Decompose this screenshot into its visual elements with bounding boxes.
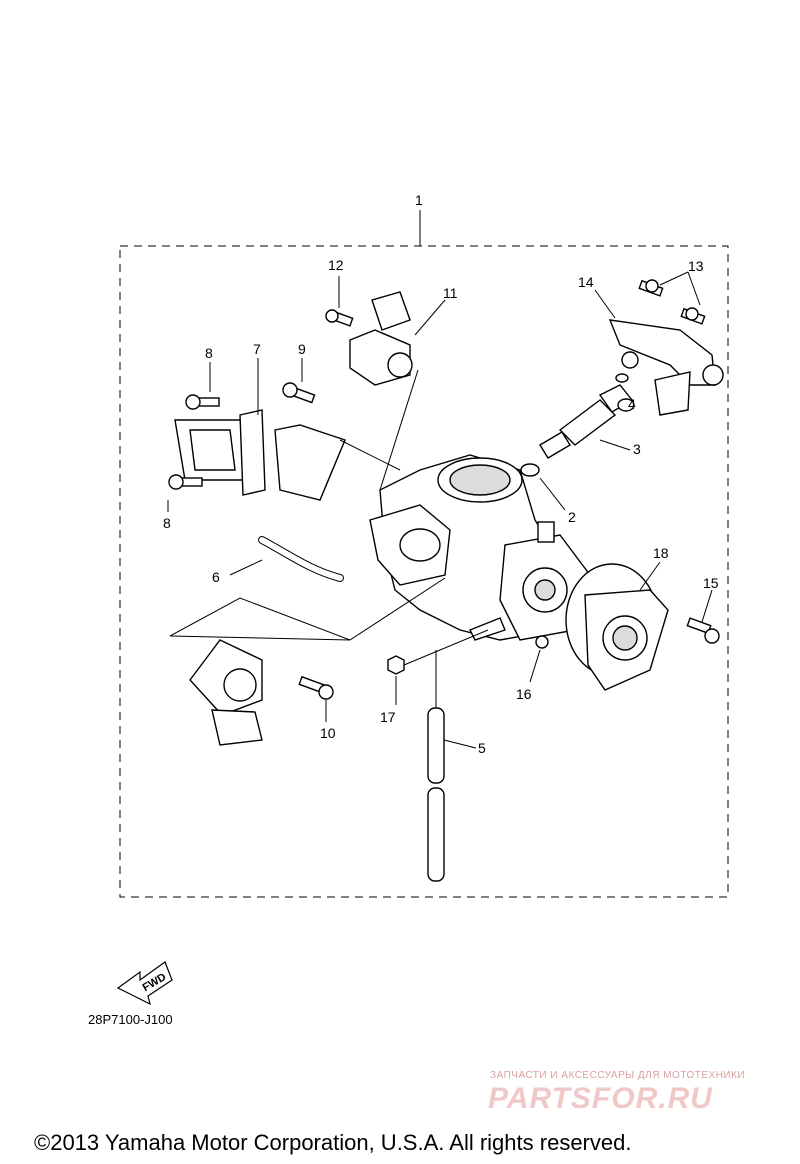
nut-17 (387, 655, 405, 675)
copyright-notice: ©2013 Yamaha Motor Corporation, U.S.A. A… (34, 1130, 632, 1155)
drawing-code: 28P7100-J100 (88, 1012, 173, 1027)
callout-8-top: 8 (205, 345, 213, 361)
callout-11: 11 (443, 285, 458, 301)
callout-16: 16 (516, 686, 532, 702)
o-ring-2 (520, 463, 540, 477)
throttle-position-sensor (189, 639, 263, 746)
callout-9: 9 (298, 341, 306, 357)
callout-1: 1 (415, 192, 423, 208)
pressure-sensor (349, 291, 413, 386)
watermark-tagline: ЗАПЧАСТИ И АКСЕССУАРЫ ДЛЯ МОТОТЕХНИКИ (490, 1070, 746, 1081)
fuel-delivery-pipe (608, 319, 724, 416)
callout-13: 13 (688, 258, 704, 274)
callout-8-bottom: 8 (163, 515, 171, 531)
callout-7: 7 (253, 341, 261, 357)
screw-9 (282, 382, 316, 404)
screw-15 (686, 617, 720, 644)
throttle-body (369, 454, 591, 641)
screw-12 (325, 309, 354, 327)
callout-14: 14 (578, 274, 594, 290)
callout-10: 10 (320, 725, 336, 741)
callout-3: 3 (633, 441, 641, 457)
bracket-assembly (174, 409, 346, 501)
callout-6: 6 (212, 569, 220, 585)
callout-18: 18 (653, 545, 669, 561)
screws-8 (168, 394, 220, 490)
nut-16 (535, 635, 549, 649)
callout-15: 15 (703, 575, 719, 591)
callout-5: 5 (478, 740, 486, 756)
fuel-injector (539, 384, 635, 459)
cover-plate (565, 563, 669, 691)
fwd-arrow-icon: FWD (116, 961, 173, 1006)
callout-12: 12 (328, 257, 344, 273)
watermark-logo: PARTSFOR.RU (488, 1082, 713, 1115)
callout-2: 2 (568, 509, 576, 525)
screw-10 (298, 675, 334, 700)
screws-13 (638, 279, 706, 325)
o-ring-4 (615, 373, 629, 383)
callout-17: 17 (380, 709, 396, 725)
hose-5 (427, 707, 445, 882)
callout-4: 4 (628, 396, 636, 412)
